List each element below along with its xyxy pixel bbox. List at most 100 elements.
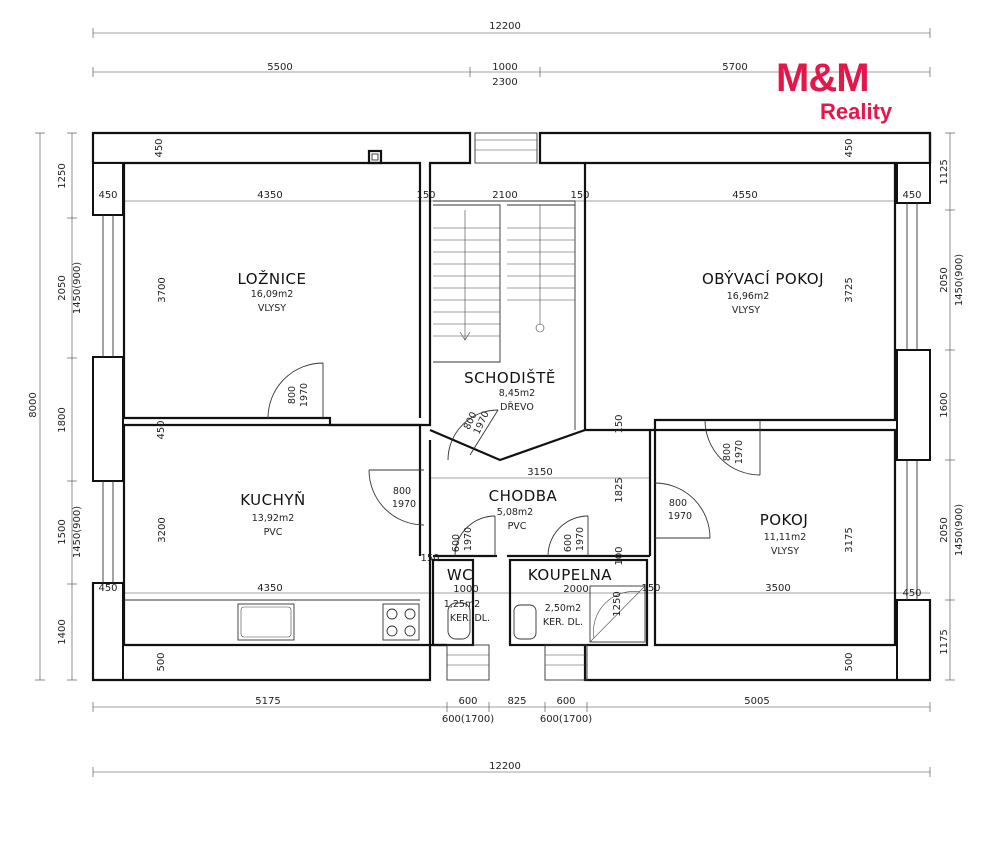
room-chodba-area: 5,08m2	[497, 507, 533, 518]
dim-inner-4550: 4550	[732, 190, 757, 201]
dim-right-3: 1600	[939, 392, 950, 417]
room-obyvaci-name: OBÝVACÍ POKOJ	[702, 269, 824, 288]
dimension-labels: 12200 5500 1000 2300 5700 5175 600 825 6…	[28, 21, 965, 772]
dim-inner-100: 100	[614, 546, 625, 565]
dim-right-2: 2050	[939, 267, 950, 292]
dim-left-5: 1400	[57, 619, 68, 644]
dim-left-3: 1800	[57, 407, 68, 432]
brand-name: Reality	[820, 99, 893, 124]
dim-inner-450-c: 450	[98, 583, 117, 594]
room-schodiste-name: SCHODIŠTĚ	[464, 368, 556, 387]
dim-inner-2100: 2100	[492, 190, 517, 201]
dim-inner-1825: 1825	[614, 477, 625, 502]
dim-top-mid: 1000	[492, 62, 517, 73]
fixtures	[124, 585, 646, 643]
dim-bottom-c-sub: 600(1700)	[540, 714, 592, 725]
room-wc-floor: KER. DL.	[450, 613, 490, 624]
door-600-a: 600	[451, 534, 462, 552]
door-800-a: 800	[287, 386, 298, 404]
dim-top-left: 5500	[267, 62, 292, 73]
door-1970-d: 1970	[734, 440, 745, 464]
dim-inner-3175: 3175	[844, 527, 855, 552]
dim-inner-150-a: 150	[416, 190, 435, 201]
dim-right-4-sub: 1450(900)	[954, 504, 965, 556]
dim-inner-450-d: 450	[902, 588, 921, 599]
dim-inner-4350-b: 4350	[257, 583, 282, 594]
brand-mark: M&M	[776, 56, 870, 100]
dim-inner-450-g: 450	[156, 420, 167, 439]
dim-inner-450-f: 450	[844, 138, 855, 157]
dim-inner-3200: 3200	[157, 517, 168, 542]
room-obyvaci-floor: VLYSY	[732, 305, 760, 316]
room-kuchyn-area: 13,92m2	[252, 513, 295, 524]
dim-left-1: 1250	[57, 163, 68, 188]
room-loznice-area: 16,09m2	[251, 289, 294, 300]
room-obyvaci-area: 16,96m2	[727, 291, 770, 302]
door-800-c: 800	[393, 486, 411, 497]
room-chodba-floor: PVC	[508, 521, 527, 532]
dim-left-total: 8000	[28, 392, 39, 417]
dim-inner-150-b: 150	[570, 190, 589, 201]
dim-left-2-sub: 1450(900)	[72, 262, 83, 314]
walls	[91, 131, 932, 682]
dim-top-right: 5700	[722, 62, 747, 73]
door-800-d: 800	[722, 443, 733, 461]
dim-bottom-a: 600	[458, 696, 477, 707]
room-schodiste-area: 8,45m2	[499, 388, 535, 399]
brand-logo: M&M Reality	[776, 58, 896, 128]
door-1970-c: 1970	[392, 499, 416, 510]
dim-inner-3725: 3725	[844, 277, 855, 302]
room-loznice-floor: VLYSY	[258, 303, 286, 314]
dim-bottom-total: 12200	[489, 761, 521, 772]
door-1970-a: 1970	[299, 383, 310, 407]
room-wc-name: WC	[447, 566, 473, 584]
door-1970-f: 1970	[463, 527, 474, 551]
dim-inner-450-e: 450	[154, 138, 165, 157]
room-koupelna-area: 2,50m2	[545, 603, 581, 614]
room-pokoj-floor: VLYSY	[771, 546, 799, 557]
dim-right-5: 1175	[939, 629, 950, 654]
dim-inner-150-e: 150	[641, 583, 660, 594]
dim-bottom-left: 5175	[255, 696, 280, 707]
dim-inner-1250: 1250	[612, 591, 623, 616]
dim-inner-450-b: 450	[902, 190, 921, 201]
dim-inner-3700: 3700	[157, 277, 168, 302]
dim-left-2: 2050	[57, 275, 68, 300]
dimension-lines	[35, 28, 955, 777]
dim-inner-500-b: 500	[844, 652, 855, 671]
room-pokoj-name: POKOJ	[760, 511, 809, 529]
room-labels: LOŽNICE 16,09m2 VLYSY OBÝVACÍ POKOJ 16,9…	[237, 269, 824, 628]
doors	[267, 362, 761, 557]
dim-inner-2000: 2000	[563, 584, 588, 595]
room-kuchyn-floor: PVC	[264, 527, 283, 538]
room-loznice-name: LOŽNICE	[237, 269, 306, 288]
dim-right-1: 1125	[939, 159, 950, 184]
dim-bottom-b: 825	[507, 696, 526, 707]
dim-right-4: 2050	[939, 517, 950, 542]
dim-bottom-a-sub: 600(1700)	[442, 714, 494, 725]
dim-top-total: 12200	[489, 21, 521, 32]
dim-inner-3150: 3150	[527, 467, 552, 478]
dim-bottom-c: 600	[556, 696, 575, 707]
door-600-b: 600	[563, 534, 574, 552]
dim-inner-3500: 3500	[765, 583, 790, 594]
dim-inner-4350-a: 4350	[257, 190, 282, 201]
room-koupelna-name: KOUPELNA	[528, 566, 612, 584]
dim-inner-450-a: 450	[98, 190, 117, 201]
room-schodiste-floor: DŘEVO	[500, 402, 534, 413]
door-800-e: 800	[669, 498, 687, 509]
room-wc-area: 1,25m2	[444, 599, 480, 610]
dim-left-4-sub: 1450(900)	[72, 506, 83, 558]
dim-inner-500-a: 500	[156, 652, 167, 671]
dim-top-mid-sub: 2300	[492, 77, 517, 88]
room-koupelna-floor: KER. DL.	[543, 617, 583, 628]
door-1970-g: 1970	[575, 527, 586, 551]
dim-bottom-right: 5005	[744, 696, 769, 707]
dim-inner-1000: 1000	[453, 584, 478, 595]
stair-treads	[433, 205, 575, 341]
room-kuchyn-name: KUCHYŇ	[240, 490, 306, 509]
room-pokoj-area: 11,11m2	[764, 532, 807, 543]
door-1970-e: 1970	[668, 511, 692, 522]
dim-inner-150-c: 150	[614, 414, 625, 433]
